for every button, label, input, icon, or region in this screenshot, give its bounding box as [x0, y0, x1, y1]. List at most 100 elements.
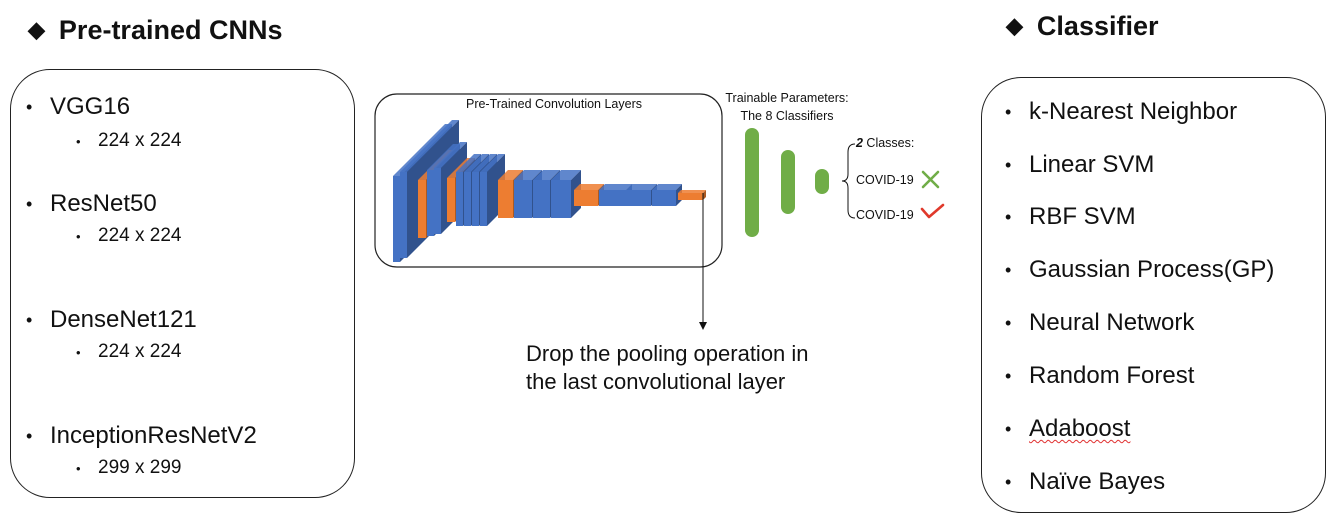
pooling-note-line1: Drop the pooling operation in	[526, 341, 809, 366]
model-size-text: 224 x 224	[98, 341, 182, 362]
diamond-icon: ◆	[28, 17, 45, 42]
classifier-list-box	[981, 77, 1326, 513]
cross-icon	[921, 170, 940, 189]
model-size: • 299 x 299	[76, 457, 181, 479]
model-size-text: 224 x 224	[98, 225, 182, 246]
bullet-icon: •	[76, 344, 81, 360]
pooling-note-line2: the last convolutional layer	[526, 369, 786, 394]
conv-block-5a-top	[599, 184, 632, 190]
model-size: • 224 x 224	[76, 225, 181, 247]
conv-block-1a	[393, 176, 400, 262]
conv-block-2b-top	[434, 142, 467, 168]
bullet-icon: •	[1005, 365, 1012, 386]
bullet-icon: •	[26, 309, 33, 330]
conv-block-3d	[480, 172, 487, 226]
output-block-top	[678, 190, 706, 193]
bullet-icon: •	[26, 425, 33, 446]
model-item: • ResNet50	[26, 190, 157, 218]
bullet-icon: •	[1005, 312, 1012, 333]
classes-label-text: Classes:	[863, 136, 914, 150]
classifier-item: • RBF SVM	[1005, 203, 1136, 231]
classes-count: 2	[855, 136, 863, 150]
conv-block-4b-top	[533, 170, 560, 180]
output-block-side	[703, 190, 706, 200]
model-item: • DenseNet121	[26, 306, 197, 334]
pool-block-4-top	[574, 184, 604, 190]
bullet-icon: •	[1005, 471, 1012, 492]
model-item: • InceptionResNetV2	[26, 422, 257, 450]
class-brace	[841, 143, 856, 219]
bullet-icon: •	[76, 133, 81, 149]
conv-block-3a-top	[456, 154, 481, 172]
fc-layer-small	[815, 169, 829, 194]
pool-block-2	[447, 178, 455, 222]
conv-block-1b-top	[400, 120, 459, 172]
conv-block-5b-top	[626, 184, 657, 190]
conv-block-5a	[599, 190, 626, 206]
model-size: • 224 x 224	[76, 130, 181, 152]
conv-layers-title: Pre-Trained Convolution Layers	[466, 97, 642, 111]
classifier-name: Naïve Bayes	[1029, 468, 1166, 495]
classifier-item: • Gaussian Process(GP)	[1005, 256, 1274, 284]
bullet-icon: •	[1005, 101, 1012, 122]
bullet-icon: •	[1005, 154, 1012, 175]
cnn-heading-text: Pre-trained CNNs	[58, 14, 283, 45]
trainable-line2: The 8 Classifiers	[740, 109, 833, 123]
classifier-item: • Adaboost	[1005, 415, 1130, 443]
conv-block-3c	[472, 172, 479, 226]
classifier-item: • Linear SVM	[1005, 151, 1154, 179]
conv-block-3b	[464, 172, 471, 226]
conv-layers-frame	[374, 93, 723, 268]
classifier-item: • k-Nearest Neighbor	[1005, 98, 1237, 126]
pool-block-3-top	[498, 170, 523, 180]
conv-block-3b-top	[464, 154, 489, 172]
fc-layer-large	[745, 128, 759, 237]
classes-label: 2 Classes:	[855, 136, 914, 150]
model-name: InceptionResNetV2	[50, 422, 257, 449]
model-size-text: 224 x 224	[98, 130, 182, 151]
classifier-name: Linear SVM	[1029, 151, 1155, 178]
pool-block-3	[498, 180, 513, 218]
conv-block-2b	[434, 168, 441, 234]
classifier-name: Neural Network	[1029, 309, 1195, 336]
conv-block-1b	[400, 172, 407, 258]
classifier-item: • Random Forest	[1005, 362, 1194, 390]
conv-block-5c	[652, 190, 676, 206]
classifier-heading-text: Classifier	[1036, 10, 1159, 41]
bullet-icon: •	[1005, 418, 1012, 439]
conv-block-4a-top	[514, 170, 542, 180]
output-block	[678, 193, 703, 200]
conv-block-5b	[626, 190, 651, 206]
fc-layer-medium	[781, 150, 795, 214]
conv-block-3d-top	[480, 154, 505, 172]
conv-block-4a	[514, 180, 532, 218]
classifier-item: • Naïve Bayes	[1005, 468, 1165, 496]
conv-block-4b	[533, 180, 550, 218]
conv-block-5c-top	[652, 184, 682, 190]
model-size-text: 299 x 299	[98, 457, 182, 478]
model-name: DenseNet121	[50, 306, 197, 333]
bullet-icon: •	[26, 96, 33, 117]
bullet-icon: •	[1005, 206, 1012, 227]
bullet-icon: •	[1005, 259, 1012, 280]
cnn-heading: ◆ Pre-trained CNNs	[28, 12, 282, 48]
model-size: • 224 x 224	[76, 341, 181, 363]
pool-block-1	[418, 180, 426, 238]
classifier-name: Gaussian Process(GP)	[1029, 256, 1275, 283]
conv-block-2a	[427, 170, 434, 236]
classifier-name: k-Nearest Neighbor	[1029, 98, 1238, 125]
classifier-name: Random Forest	[1029, 362, 1195, 389]
bullet-icon: •	[76, 460, 81, 476]
bullet-icon: •	[76, 228, 81, 244]
check-icon	[920, 203, 945, 219]
conv-block-3c-top	[472, 154, 497, 172]
classifier-heading: ◆ Classifier	[1006, 8, 1159, 44]
model-item: • VGG16	[26, 93, 130, 121]
classifier-name: RBF SVM	[1029, 203, 1136, 230]
conv-layer-stack	[393, 120, 706, 262]
classifier-name: Adaboost	[1029, 415, 1131, 442]
model-name: ResNet50	[50, 190, 157, 217]
trainable-line1: Trainable Parameters:	[725, 91, 848, 105]
class-label-2: COVID-19	[856, 208, 914, 222]
